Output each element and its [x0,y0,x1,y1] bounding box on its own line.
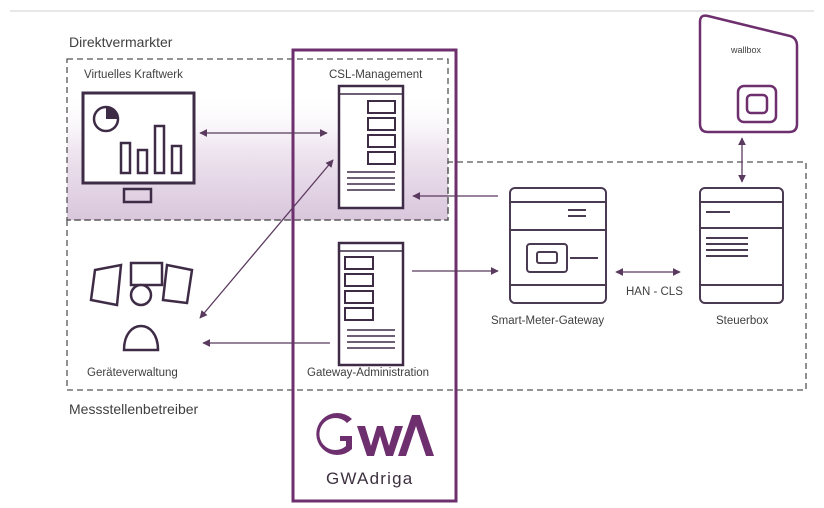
arrow-geraete-csl [199,159,334,319]
monitor-chart-icon [81,91,196,204]
wallbox-charger-icon [698,14,799,134]
node-label-geraeteverwaltung: Geräteverwaltung [87,367,178,379]
smart-meter-gateway-device-icon [509,187,607,304]
gateway-admin-server-icon [337,241,405,367]
messstellenbetreiber-group-box [66,161,807,391]
group-label-direktvermarkter: Direktvermarkter [69,34,173,50]
node-label-csl-management: CSL-Management [329,69,423,81]
node-label-steuerbox: Steuerbox [716,315,769,327]
csl-server-icon [337,84,405,210]
node-label-smart-meter-gateway: Smart-Meter-Gateway [491,315,605,327]
control-box-device-icon [699,187,784,304]
node-label-virtuelles-kraftwerk: Virtuelles Kraftwerk [84,69,183,81]
node-label-gateway-administration: Gateway-Administration [307,367,430,379]
node-label-wallbox: wallbox [731,45,762,55]
group-label-messstellenbetreiber: Messstellenbetreiber [69,401,199,417]
gwadriga-logo-mark [316,413,434,456]
operator-with-screens-icon [89,261,194,352]
connection-label-han-cls: HAN - CLS [626,286,683,298]
brand-name: GWAdriga [326,469,414,488]
